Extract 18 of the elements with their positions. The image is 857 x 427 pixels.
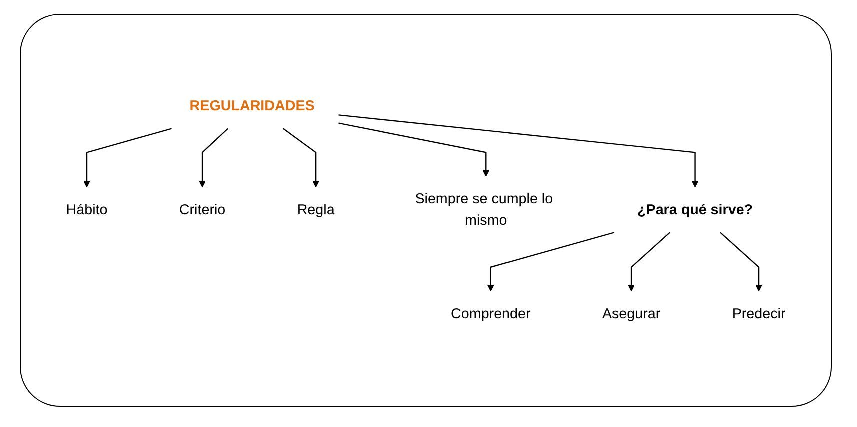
node-text: Criterio (179, 202, 226, 218)
arrow (84, 128, 172, 188)
node-text: Asegurar (602, 306, 661, 322)
node-text: Regla (297, 202, 335, 218)
node-text: Siempre se cumple lo mismo (415, 191, 554, 229)
arrow (338, 123, 490, 178)
node-text: Predecir (732, 306, 786, 322)
arrow (283, 128, 320, 188)
node-text: Hábito (66, 202, 108, 218)
node-text: ¿Para qué sirve? (637, 202, 754, 218)
arrow (720, 232, 763, 292)
arrow (487, 232, 615, 292)
arrow (628, 232, 670, 292)
arrow (338, 115, 699, 188)
rounded-frame: REGULARIDADES Hábito Criterio Regla Siempre se cumple lo mismo ¿Para qué sirve? Comprender Asegurar Predecir (20, 14, 832, 407)
arrow (199, 128, 228, 188)
node-text: REGULARIDADES (190, 98, 315, 114)
node-text: Comprender (451, 306, 531, 322)
